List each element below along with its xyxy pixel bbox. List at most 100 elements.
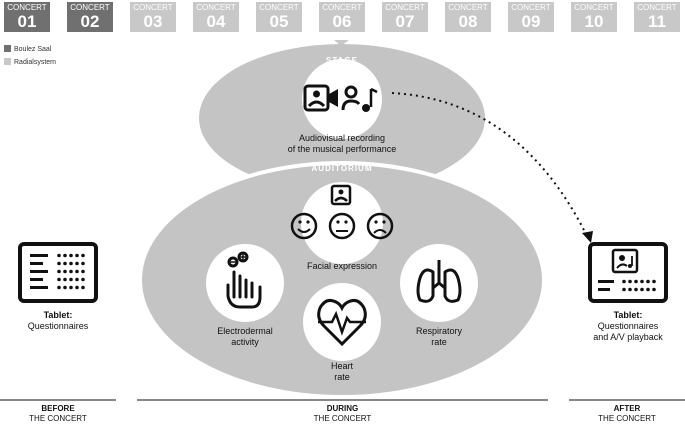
- face-camera-icon: [330, 184, 352, 206]
- concert-tab-number: 07: [395, 12, 415, 31]
- tablet-dot: [81, 285, 85, 290]
- concert-tab-label: CONCERT: [385, 3, 425, 12]
- concert-tab-number: 08: [458, 12, 478, 31]
- phase-after: AFTER THE CONCERT: [598, 404, 656, 423]
- tablet-dot: [634, 287, 638, 292]
- concert-tab-number: 05: [269, 12, 289, 31]
- tablet-dot: [75, 253, 79, 258]
- legend-swatch-dark: [4, 45, 11, 52]
- tablet-dot: [63, 261, 67, 266]
- heart-label: Heart rate: [330, 361, 353, 382]
- tablet-dot: [622, 279, 626, 284]
- video-camera-icon: [303, 84, 338, 112]
- tablet-dot: [69, 277, 73, 282]
- concert-tab-number: 06: [332, 12, 352, 31]
- concert-tab-number: 10: [584, 12, 604, 31]
- tablet-dot: [652, 279, 656, 284]
- concert-tab-number: 01: [17, 12, 37, 31]
- stage-caption: Audiovisual recording of the musical per…: [287, 133, 397, 154]
- tablet-after-label: Tablet: Questionnaires and A/V playback: [593, 310, 663, 342]
- smiley-faces-icon: [290, 212, 394, 240]
- tab-pointer: [334, 40, 349, 46]
- tablet-before-label: Tablet: Questionnaires: [27, 310, 89, 331]
- tablet-dot: [69, 253, 73, 258]
- tablet-dot: [622, 287, 626, 292]
- tablet-dot: [69, 285, 73, 290]
- concert-tab-label: CONCERT: [70, 3, 110, 12]
- stage-icon-circle: [302, 59, 382, 139]
- facial-label: Facial expression: [306, 261, 378, 271]
- heart-icon-circle: [303, 283, 381, 361]
- tablet-dot: [640, 279, 644, 284]
- concert-tab-number: 11: [648, 12, 666, 31]
- tablet-dot: [75, 269, 79, 274]
- tablet-dot: [75, 277, 79, 282]
- tablet-dot: [63, 269, 67, 274]
- tablet-dot: [57, 285, 61, 290]
- legend-swatch-light: [4, 58, 11, 65]
- legend-radialsystem: Radialsystem: [4, 58, 56, 66]
- tablet-dot: [57, 277, 61, 282]
- dotted-arrow: [391, 92, 589, 239]
- legend-boulez-saal: Boulez Saal: [4, 45, 51, 53]
- tablet-dot: [81, 277, 85, 282]
- musician-icon: [341, 85, 378, 112]
- concert-tab-label: CONCERT: [7, 3, 47, 12]
- concert-tab-label: CONCERT: [511, 3, 551, 12]
- tablet-dot: [628, 287, 632, 292]
- concert-tab-label: CONCERT: [133, 3, 173, 12]
- phase-before: BEFORE THE CONCERT: [29, 404, 87, 423]
- lungs-icon: [416, 260, 462, 303]
- facial-icon-circle: [301, 182, 383, 264]
- concert-tab-number: 03: [143, 12, 163, 31]
- concert-tab-label: CONCERT: [259, 3, 299, 12]
- concert-tab-number: 02: [80, 12, 100, 31]
- tablet-dot: [63, 253, 67, 258]
- tablet-dot: [652, 287, 656, 292]
- tablet-dot: [75, 285, 79, 290]
- concert-tab-number: 04: [206, 12, 226, 31]
- tablet-dot: [81, 269, 85, 274]
- arrow-head: [582, 231, 593, 243]
- tablet-dot: [81, 253, 85, 258]
- tablet-dot: [69, 261, 73, 266]
- concert-tab-label: CONCERT: [448, 3, 488, 12]
- tablet-dot: [646, 287, 650, 292]
- tablet-dot: [75, 261, 79, 266]
- auditorium-ellipse: [138, 161, 546, 399]
- tablet-dot: [634, 279, 638, 284]
- tablet-dot: [57, 253, 61, 258]
- concert-tab-label: CONCERT: [196, 3, 236, 12]
- concert-tab-label: CONCERT: [322, 3, 362, 12]
- heartbeat-icon: [317, 299, 367, 347]
- tablet-dot: [69, 269, 73, 274]
- concert-tab-number: 09: [521, 12, 541, 31]
- tablet-dot: [640, 287, 644, 292]
- phase-during: DURING THE CONCERT: [313, 404, 372, 423]
- tablet-dot: [57, 269, 61, 274]
- tablet-dot: [81, 261, 85, 266]
- tablet-dot: [63, 277, 67, 282]
- tablet-dot: [57, 261, 61, 266]
- tablet-dot: [63, 285, 67, 290]
- stage-title: STAGE: [326, 56, 358, 65]
- tablet-dot: [646, 279, 650, 284]
- concert-tab-label: CONCERT: [637, 3, 677, 12]
- finger-touch-icon: [226, 251, 262, 309]
- tablet-dot: [628, 279, 632, 284]
- concert-tab-label: CONCERT: [574, 3, 614, 12]
- resp-label: Respiratory rate: [415, 326, 462, 347]
- auditorium-title: AUDITORIUM: [311, 164, 373, 173]
